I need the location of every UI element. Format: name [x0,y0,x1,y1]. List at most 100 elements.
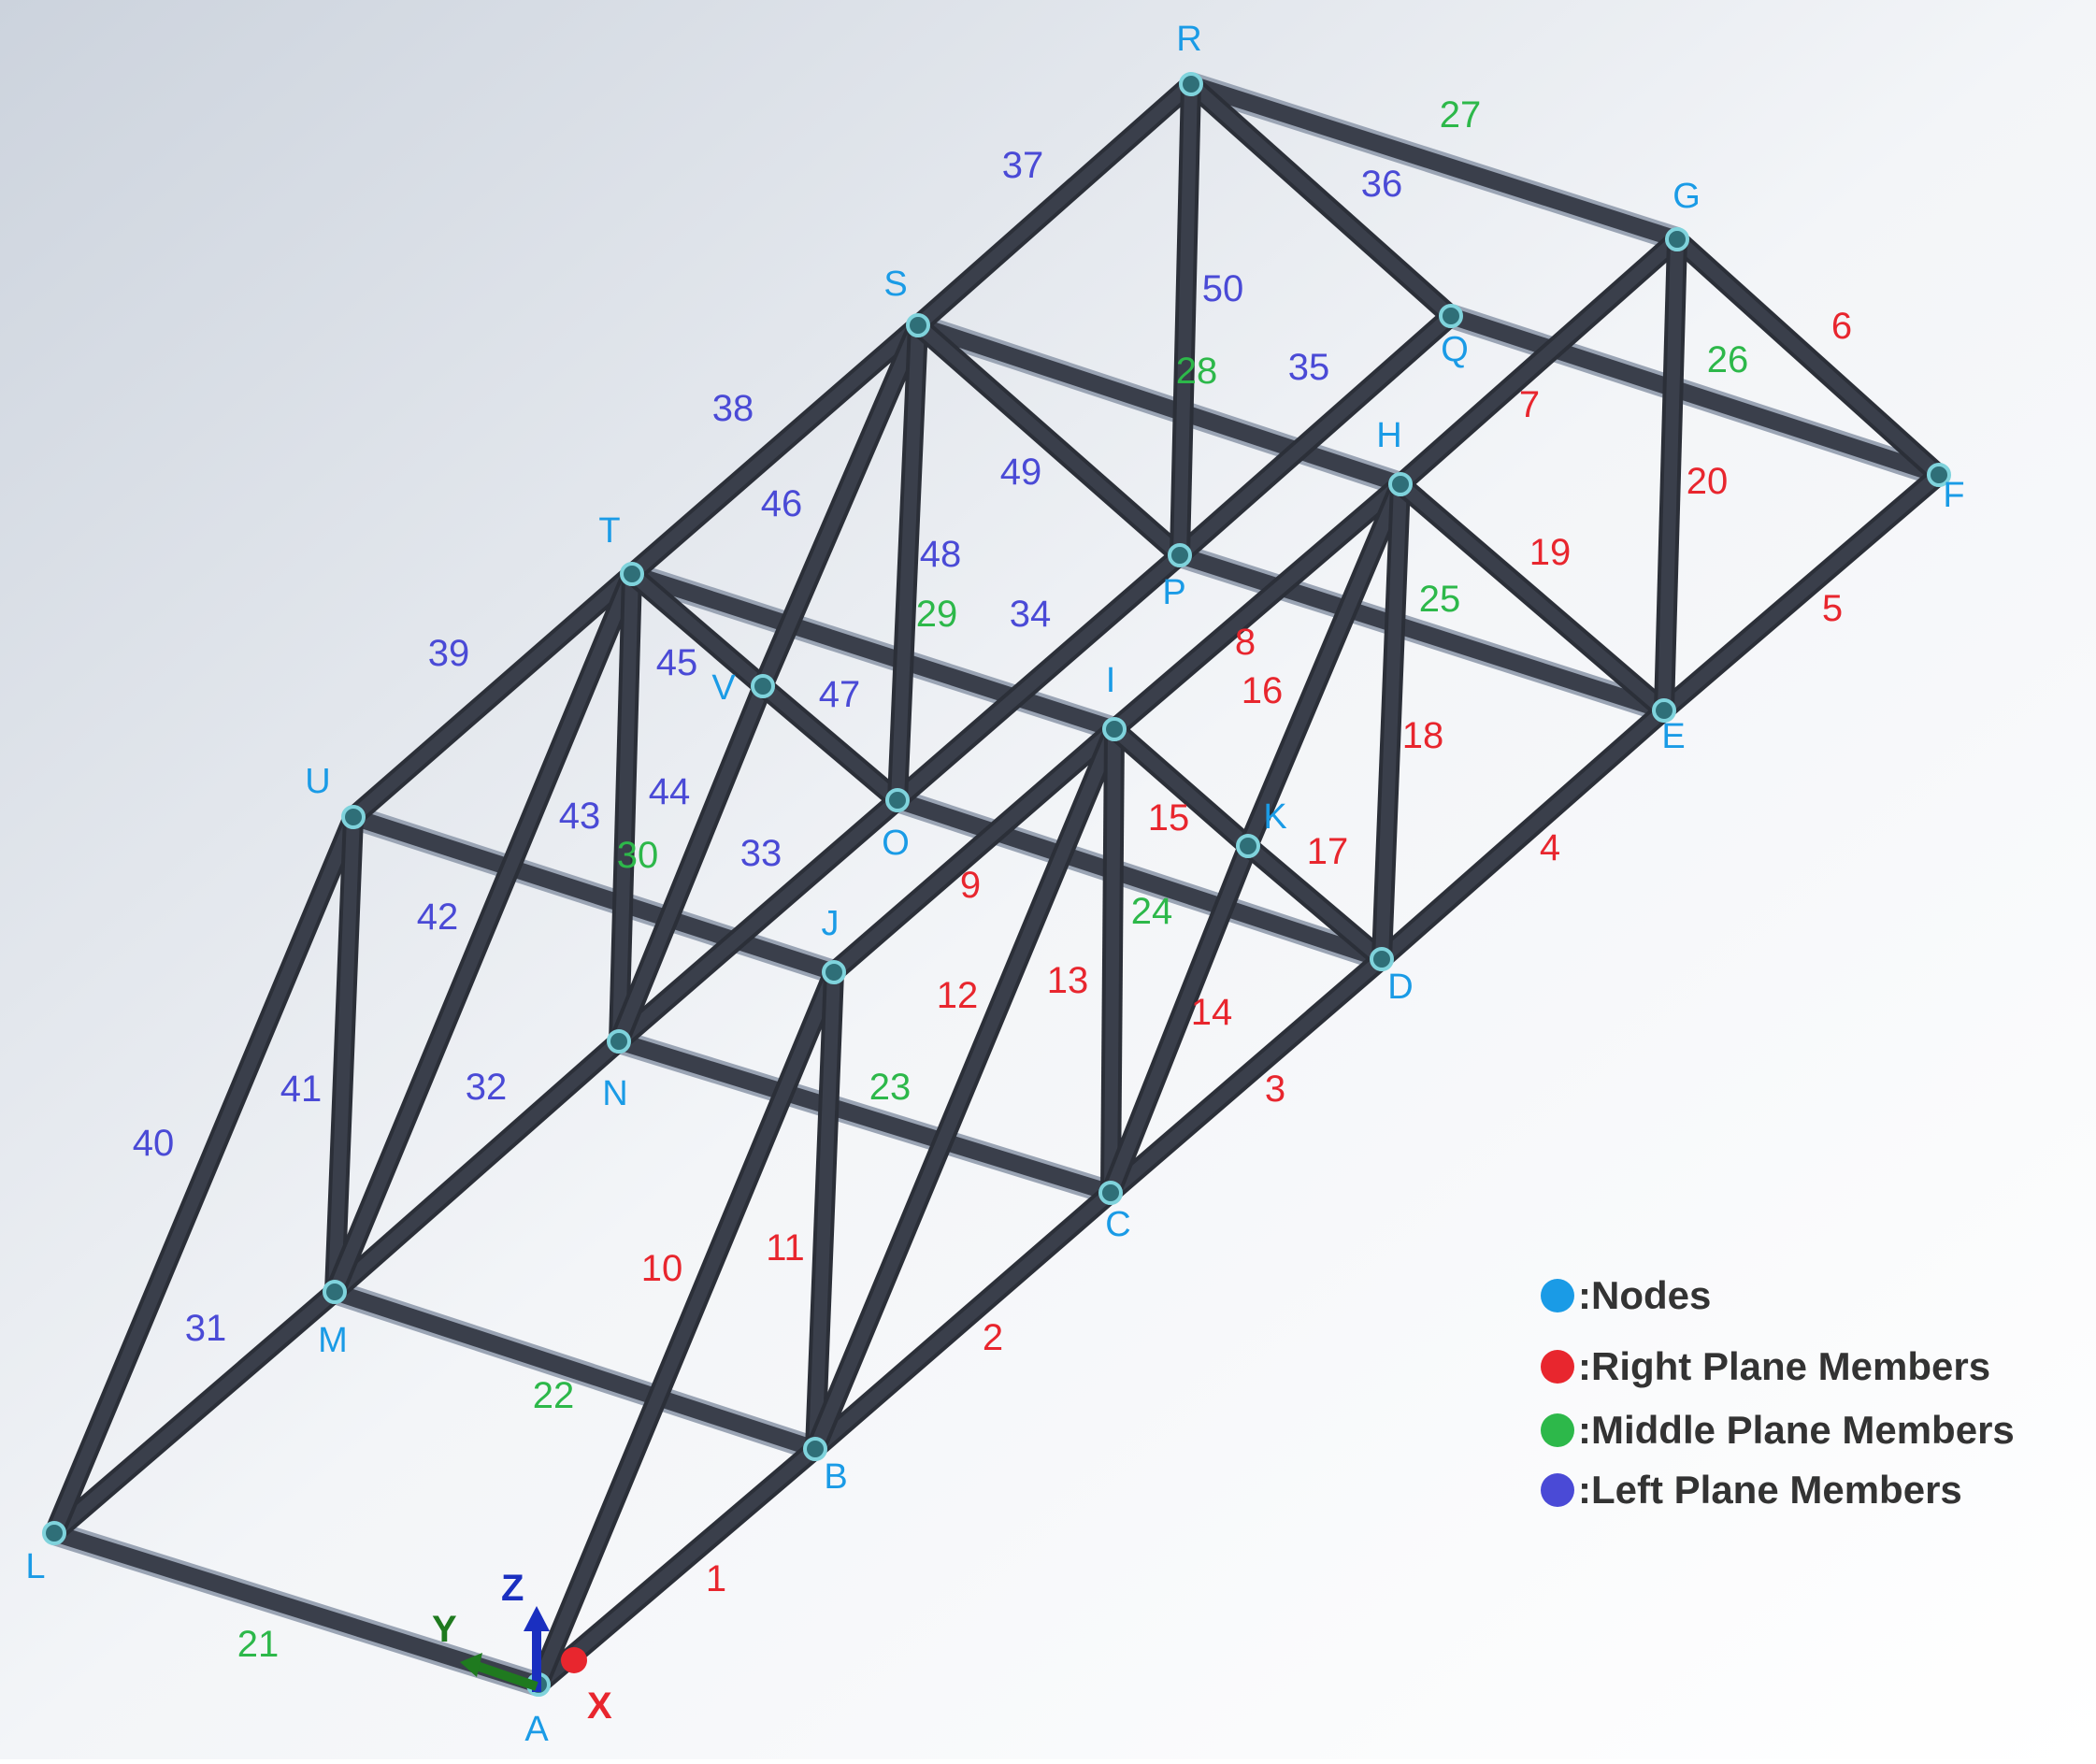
member-33-face [614,795,902,1047]
member-41-face [328,816,360,1293]
legend-label-nodes: :Nodes [1578,1273,1711,1317]
member-label-34: 34 [1010,594,1052,635]
member-6 [1670,231,1946,483]
node-label-O: O [882,824,910,863]
node-S [906,313,930,337]
node-I [1102,717,1127,741]
member-33 [611,792,905,1050]
member-label-2: 2 [983,1317,1003,1358]
member-50 [1170,83,1201,556]
member-47 [755,678,905,809]
member-label-18: 18 [1402,715,1444,756]
member-29 [628,562,1118,741]
member-40 [44,812,364,1538]
member-43-face [612,573,639,1042]
member-5 [1657,466,1946,719]
member-32-face [330,1036,624,1298]
member-5-face [1659,469,1944,716]
member-label-3: 3 [1265,1068,1285,1110]
member-14 [1100,841,1258,1198]
axis-y-label: Y [432,1609,457,1650]
member-label-17: 17 [1307,831,1349,872]
legend-label-right-plane: :Right Plane Members [1578,1344,1990,1388]
member-20-face [1658,238,1684,711]
member-34-face [893,550,1184,806]
member-9 [826,721,1122,981]
axis-x-label: X [587,1685,612,1727]
member-10-face [532,969,840,1687]
member-label-44: 44 [649,771,691,812]
member-2 [808,1184,1118,1457]
node-label-T: T [598,511,620,551]
member-42 [324,569,642,1297]
member-label-5: 5 [1822,588,1843,629]
member-41 [324,816,364,1293]
member-21-face [51,1525,541,1693]
member-49-face [913,320,1184,561]
member-label-39: 39 [428,633,470,674]
member-label-33: 33 [740,833,782,874]
member-label-42: 42 [417,896,459,938]
node-G [1665,227,1689,251]
member-label-12: 12 [937,975,979,1016]
member-26-face [1448,308,1942,483]
node-label-P: P [1162,573,1185,612]
node-H [1388,472,1413,496]
member-9-face [829,724,1119,978]
node-label-B: B [824,1457,847,1497]
node-Q [1439,304,1463,328]
member-38 [624,317,926,582]
node-D [1370,947,1394,971]
legend: :Nodes :Right Plane Members :Middle Plan… [1541,1273,2015,1512]
member-label-29: 29 [916,594,958,635]
member-37-face [913,79,1196,331]
member-label-23: 23 [869,1067,912,1108]
member-44-face [612,683,769,1044]
member-4-face [1377,705,1669,965]
legend-item-middle-plane: :Middle Plane Members [1541,1408,2015,1452]
member-13 [1100,728,1125,1194]
member-3 [1103,951,1389,1201]
node-label-F: F [1943,476,1964,515]
member-10 [528,968,844,1689]
member-46-face [756,323,925,689]
member-label-35: 35 [1288,347,1330,388]
member-12 [805,724,1125,1454]
member-50-face [1173,83,1198,556]
member-24-face [895,792,1385,968]
member-3-face [1106,954,1386,1198]
member-4 [1374,702,1672,968]
member-label-8: 8 [1235,622,1256,663]
member-29-face [629,566,1117,738]
member-11-face [809,971,840,1450]
axis-y-arrowhead [460,1653,482,1677]
member-34 [890,547,1187,809]
member-label-40: 40 [133,1123,175,1164]
axis-y-arrow [475,1661,538,1691]
legend-item-right-plane: :Right Plane Members [1541,1344,1990,1388]
member-18 [1371,483,1411,960]
member-label-28: 28 [1176,351,1218,392]
member-21 [50,1521,542,1697]
axis-z-label: Z [501,1568,524,1609]
node-label-C: C [1105,1205,1130,1244]
member-label-20: 20 [1687,461,1729,502]
member-43 [609,573,642,1042]
member-17 [1241,838,1389,968]
member-16 [1238,480,1411,851]
member-1-face [534,1443,820,1690]
axis-triad: Z Y X [432,1568,612,1727]
member-25-face [1177,547,1667,719]
member-48-face [891,324,925,801]
node-label-J: J [822,904,840,943]
member-26 [1446,304,1944,487]
legend-swatch-middle-plane [1541,1413,1574,1447]
member-15-face [1110,724,1253,852]
member-44 [609,681,773,1046]
node-label-U: U [305,762,330,801]
member-label-49: 49 [1000,452,1042,493]
member-25 [1176,543,1668,723]
node-V [751,674,775,698]
member-28 [913,313,1405,496]
